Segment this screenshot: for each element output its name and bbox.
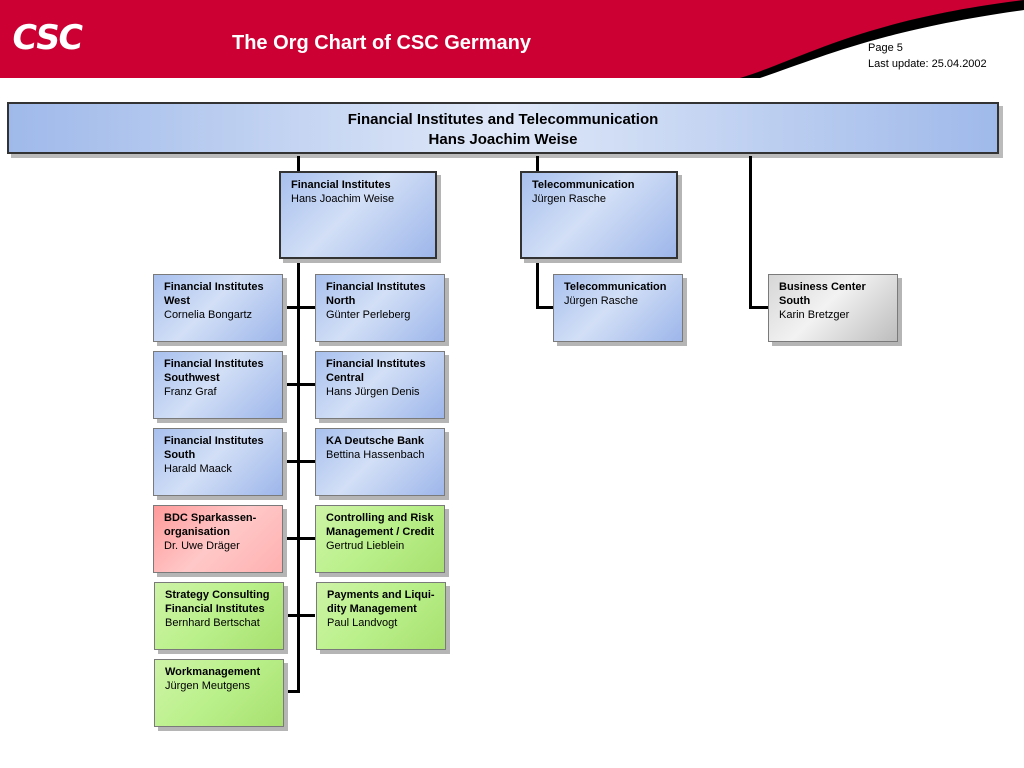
header-swoosh [740, 0, 1024, 78]
unit-title: Financial Institutes West [164, 281, 264, 307]
connector [284, 690, 300, 693]
connector [749, 156, 752, 308]
unit-person: Franz Graf [164, 386, 217, 398]
unit-payments-liquidity: Payments and Liqui-dity Management Paul … [316, 582, 446, 650]
connector [284, 383, 315, 386]
division-telecommunication: Telecommunication Jürgen Rasche [520, 171, 678, 259]
unit-person: Günter Perleberg [326, 309, 411, 321]
unit-person: Hans Jürgen Denis [326, 386, 420, 398]
unit-person: Paul Landvogt [327, 617, 398, 629]
connector [536, 258, 539, 309]
connector [284, 306, 315, 309]
unit-person: Karin Bretzger [779, 309, 850, 321]
connector [297, 258, 300, 692]
division-financial-institutes: Financial Institutes Hans Joachim Weise [279, 171, 437, 259]
page-number: Page 5 [868, 42, 903, 54]
connector [284, 614, 315, 617]
unit-person: Gertrud Lieblein [326, 540, 405, 552]
unit-title: Strategy Consulting Financial Institutes [165, 589, 270, 615]
unit-person: Cornelia Bongartz [164, 309, 253, 321]
root-person: Hans Joachim Weise [428, 131, 578, 148]
unit-person: Harald Maack [164, 463, 232, 475]
unit-title: Payments and Liqui-dity Management [327, 589, 435, 615]
division-title: Telecommunication [532, 179, 635, 191]
unit-workmanagement: Workmanagement Jürgen Meutgens [154, 659, 284, 727]
unit-title: Telecommunication [564, 281, 667, 293]
unit-title: Business Center South [779, 281, 866, 307]
header-band: CSC The Org Chart of CSC Germany Page 5 … [0, 0, 1024, 78]
csc-logo: CSC [9, 18, 84, 58]
unit-telecommunication: Telecommunication Jürgen Rasche [553, 274, 683, 342]
unit-fi-north: Financial Institutes North Günter Perleb… [315, 274, 445, 342]
unit-ka-deutsche-bank: KA Deutsche Bank Bettina Hassenbach [315, 428, 445, 496]
unit-fi-central: Financial Institutes Central Hans Jürgen… [315, 351, 445, 419]
root-title: Financial Institutes and Telecommunicati… [347, 111, 659, 128]
unit-title: BDC Sparkassen-organisation [164, 512, 257, 538]
unit-bdc-sparkassen: BDC Sparkassen-organisation Dr. Uwe Dräg… [153, 505, 283, 573]
unit-title: Financial Institutes Central [326, 358, 426, 384]
last-update: Last update: 25.04.2002 [868, 58, 987, 70]
unit-controlling-risk: Controlling and Risk Management / Credit… [315, 505, 445, 573]
unit-fi-south: Financial Institutes South Harald Maack [153, 428, 283, 496]
connector [297, 156, 300, 171]
division-person: Hans Joachim Weise [291, 193, 395, 205]
unit-title: Financial Institutes Southwest [164, 358, 264, 384]
division-title: Financial Institutes [291, 179, 391, 191]
unit-title: KA Deutsche Bank [326, 435, 425, 447]
connector [284, 460, 315, 463]
unit-person: Dr. Uwe Dräger [164, 540, 240, 552]
unit-person: Jürgen Rasche [564, 295, 638, 307]
connector [284, 537, 315, 540]
unit-title: Controlling and Risk Management / Credit [326, 512, 435, 538]
unit-strategy-consulting: Strategy Consulting Financial Institutes… [154, 582, 284, 650]
connector [749, 306, 769, 309]
unit-person: Bettina Hassenbach [326, 449, 425, 461]
unit-person: Jürgen Meutgens [165, 680, 250, 692]
unit-fi-southwest: Financial Institutes Southwest Franz Gra… [153, 351, 283, 419]
unit-business-center-south: Business Center South Karin Bretzger [768, 274, 898, 342]
root-node: Financial Institutes and Telecommunicati… [7, 102, 999, 154]
unit-title: Financial Institutes North [326, 281, 426, 307]
unit-person: Bernhard Bertschat [165, 617, 260, 629]
page-title: The Org Chart of CSC Germany [232, 32, 531, 54]
unit-fi-west: Financial Institutes West Cornelia Bonga… [153, 274, 283, 342]
unit-title: Workmanagement [165, 666, 261, 678]
division-person: Jürgen Rasche [532, 193, 606, 205]
unit-title: Financial Institutes South [164, 435, 264, 461]
connector [536, 156, 539, 171]
connector [536, 306, 554, 309]
